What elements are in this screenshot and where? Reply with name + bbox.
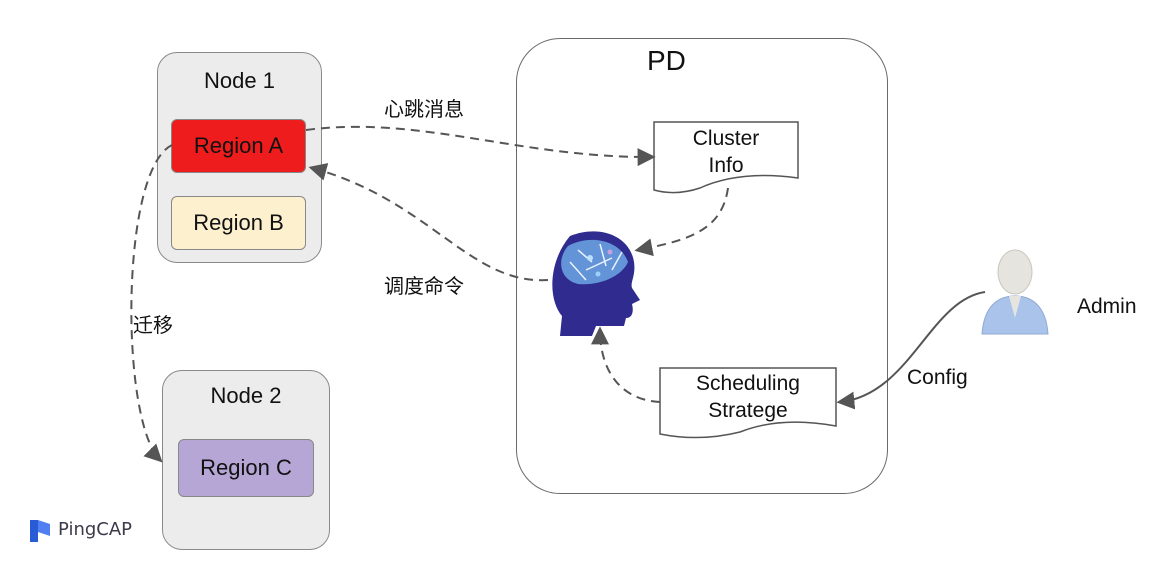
config-arrow [836, 291, 986, 410]
node-2-title: Node 2 [210, 383, 282, 408]
region-b: Region B [171, 196, 306, 250]
scheduling-strategy-text: Scheduling Stratege [660, 370, 836, 424]
region-a: Region A [171, 119, 306, 173]
migrate-label: 迁移 [133, 313, 173, 337]
scheduling-to-brain-arrow [591, 326, 661, 403]
region-c: Region C [178, 439, 314, 497]
cluster-info-text: Cluster Info [654, 125, 798, 179]
schedule-command-label: 调度命令 [384, 274, 464, 298]
pingcap-logo-text: PingCAP [58, 519, 133, 540]
cluster-info-line-1: Cluster [692, 127, 760, 150]
scheduling-line-2: Stratege [708, 399, 788, 422]
pd-title: PD [647, 45, 686, 76]
pingcap-logo-icon [30, 520, 50, 542]
pingcap-logo: PingCAP [30, 519, 132, 540]
cluster-info-line-2: Info [708, 154, 744, 177]
cluster-info-doc [653, 121, 799, 194]
brain-head-icon [552, 231, 640, 336]
node-2: Node 2 Region C [162, 370, 330, 550]
config-label: Config [907, 366, 968, 389]
heartbeat-label: 心跳消息 [384, 97, 464, 121]
migrate-arrow [130, 144, 173, 463]
heartbeat-arrow [305, 125, 656, 167]
scheduling-line-1: Scheduling [696, 372, 800, 395]
cluster-to-brain-arrow [634, 187, 729, 257]
scheduling-doc [659, 367, 837, 439]
schedule-command-arrow [308, 163, 549, 282]
node-1: Node 1 Region A Region B [157, 52, 322, 263]
admin-user-icon [981, 249, 1049, 335]
admin-label: Admin [1077, 295, 1137, 318]
node-1-title: Node 1 [204, 68, 275, 93]
